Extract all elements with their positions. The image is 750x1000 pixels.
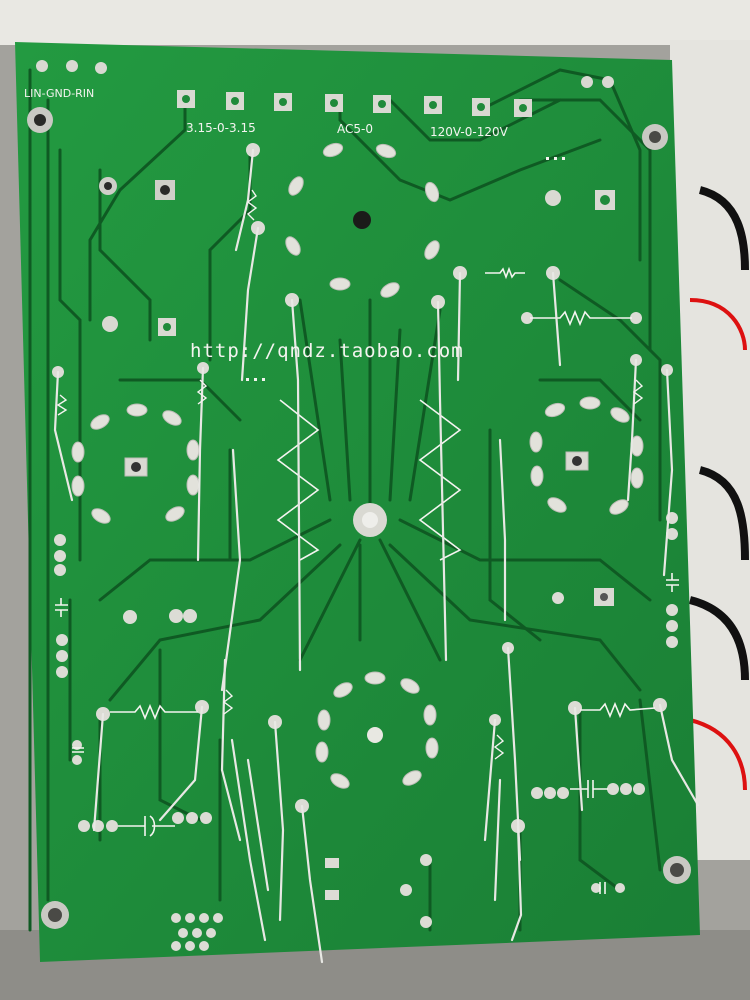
label-url: http://qndz.taobao.com <box>190 340 464 362</box>
label-lin-gnd-rin: LIN-GND-RIN <box>24 87 94 100</box>
tube-socket-right <box>529 396 644 515</box>
component-leads <box>53 148 700 964</box>
tube-socket-bottom <box>315 671 439 789</box>
label-hv: 120V-0-120V <box>430 125 509 139</box>
tube-socket-rectifier <box>285 142 440 298</box>
small-pads <box>325 858 339 900</box>
tube-socket-left <box>71 403 200 524</box>
silkscreen-text: LIN-GND-RIN 3.15-0-3.15 AC5-0 120V-0-120… <box>24 87 509 362</box>
terminal-pads <box>36 60 615 336</box>
copper-traces <box>28 68 662 932</box>
silkscreen-symbols <box>55 266 679 894</box>
mounting-holes <box>27 107 691 929</box>
silk-dots <box>246 157 565 381</box>
resistors <box>56 189 644 760</box>
label-heater-voltage: 3.15-0-3.15 <box>186 121 256 135</box>
pcb-board <box>15 42 700 962</box>
label-ac5: AC5-0 <box>337 122 373 136</box>
